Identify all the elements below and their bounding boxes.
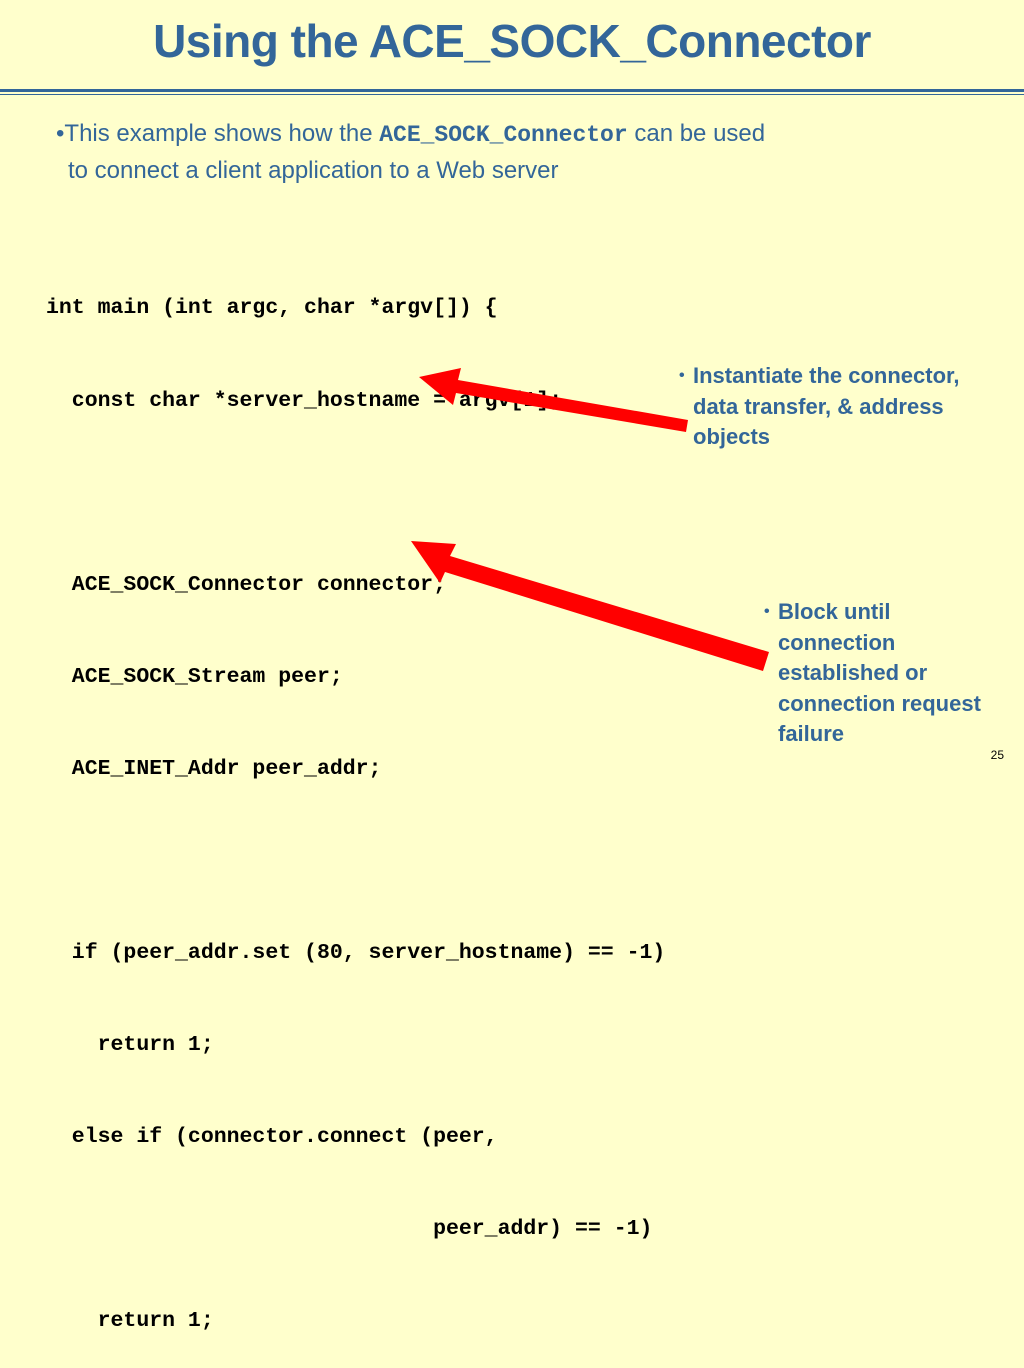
intro-bullet: •This example shows how the ACE_SOCK_Con… [56, 116, 936, 188]
code-line [46, 846, 665, 877]
annotation-line: connection request [778, 690, 981, 716]
code-line: int main (int argc, char *argv[]) { [46, 296, 498, 321]
code-line: ACE_SOCK_Connector connector; [46, 572, 446, 597]
page-number: 25 [990, 748, 1004, 762]
annotation-line: failure [778, 721, 845, 746]
slide-title: Using the ACE_SOCK_Connector [153, 15, 871, 67]
annotation-bullet: • [764, 603, 770, 620]
code-line: else if (connector.connect (peer, [46, 1125, 498, 1150]
arrow-to-connect [411, 541, 769, 671]
annotation-bullet: • [679, 367, 685, 384]
annotation-line: Block until [778, 599, 891, 624]
title-divider-thin [0, 94, 1024, 95]
code-line: return 1; [46, 1033, 214, 1058]
annotation-line: connection [778, 629, 896, 655]
intro-prefix: This example shows how the [64, 120, 380, 147]
intro-code: ACE_SOCK_Connector [379, 122, 628, 148]
code-line: if (peer_addr.set (80, server_hostname) … [46, 941, 666, 966]
annotation-instantiate: • Instantiate the connector, data transf… [679, 361, 1013, 453]
annotation-line: Instantiate the connector, [693, 363, 960, 388]
title-divider [0, 89, 1024, 92]
intro-suffix: can be used [627, 120, 766, 147]
code-line: return 1; [46, 1309, 214, 1334]
code-line: ACE_SOCK_Stream peer; [46, 664, 343, 689]
arrow-to-objects [419, 368, 688, 432]
annotation-arrows [411, 368, 769, 671]
intro-bullet-mark: • [56, 120, 65, 147]
intro-line-2: to connect a client application to a Web… [68, 157, 559, 184]
annotation-line: data transfer, & address [693, 393, 944, 419]
annotation-block: • Block until connection established or … [764, 597, 1018, 750]
code-line: peer_addr) == -1) [46, 1217, 653, 1242]
annotation-line: established or [778, 660, 928, 685]
annotation-line: objects [693, 424, 771, 449]
